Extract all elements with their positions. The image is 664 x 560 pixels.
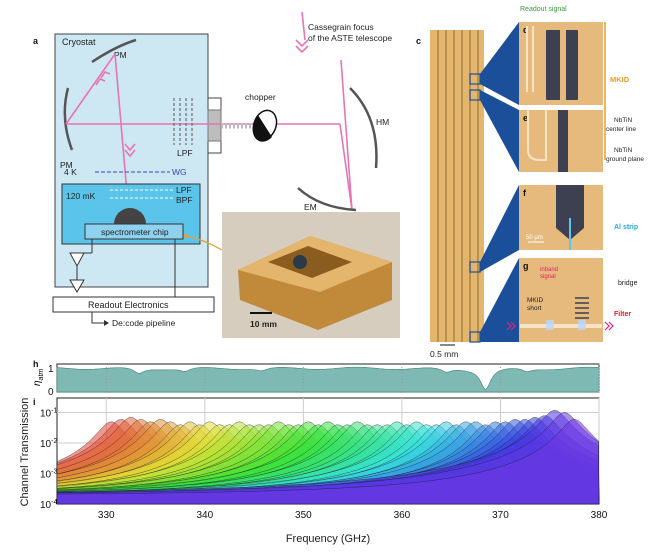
readout-signal-label: Readout signal bbox=[520, 6, 567, 13]
cryostat-label: Cryostat bbox=[62, 37, 96, 47]
chart-yticks: 10-1 10-2 10-3 10-4 bbox=[40, 408, 57, 511]
chip-label: spectrometer chip bbox=[101, 227, 169, 237]
f-scale-label: 50 μm bbox=[526, 235, 543, 241]
channel-curve bbox=[56, 419, 600, 505]
al-strip-label: Al strip bbox=[614, 224, 638, 231]
y-tick-label: 10-2 bbox=[40, 438, 57, 450]
panel-g: g inband signal bridge MKID short Filter bbox=[506, 258, 638, 342]
mkid-short-label-2: short bbox=[527, 305, 542, 312]
pm-top-label: PM bbox=[114, 50, 127, 60]
y-tick-label: 10-3 bbox=[40, 469, 57, 481]
spectrometer-chip bbox=[84, 223, 184, 240]
panel-b: b 10 mm bbox=[184, 212, 400, 338]
panel-e-letter: e bbox=[523, 113, 528, 123]
chart-xlabel: Frequency (GHz) bbox=[286, 533, 370, 545]
lpf-inner-label: LPF bbox=[176, 185, 192, 195]
chart-channels bbox=[56, 410, 600, 505]
x-tick-label: 350 bbox=[295, 510, 312, 521]
panel-i: i Channel Transmission 10-110-210-310-4 … bbox=[19, 364, 608, 545]
atm-ylabel: ηatm bbox=[32, 369, 45, 386]
center-line-label-2: center line bbox=[606, 126, 636, 133]
hm-label: HM bbox=[376, 117, 389, 127]
cryostat-window bbox=[207, 109, 222, 142]
panel-f: f 50 μm Al strip bbox=[519, 185, 638, 250]
cassegrain-label-2: of the ASTE telescope bbox=[308, 33, 392, 43]
photo-scale-label: 10 mm bbox=[250, 319, 277, 329]
lpf-outer: LPF bbox=[173, 98, 193, 158]
inband-label-1: inband bbox=[540, 267, 558, 273]
x-tick-label: 340 bbox=[196, 510, 213, 521]
readout-electronics-box bbox=[52, 296, 215, 313]
panel-i-letter: i bbox=[33, 397, 36, 407]
mkid-label: MKID bbox=[610, 75, 630, 84]
ray-arrow-2 bbox=[124, 143, 136, 158]
lpf-outer-label: LPF bbox=[177, 148, 193, 158]
panel-d-letter: d bbox=[523, 25, 529, 35]
chip-scale-label: 0.5 mm bbox=[430, 349, 458, 359]
atm-ytick-0: 0 bbox=[48, 387, 54, 398]
em-label: EM bbox=[304, 202, 317, 212]
chopper-label: chopper bbox=[245, 92, 276, 102]
x-tick-label: 370 bbox=[492, 510, 509, 521]
pipeline-label: De:code pipeline bbox=[112, 318, 176, 328]
chip-photo bbox=[430, 30, 484, 342]
pm-top-mirror bbox=[91, 38, 137, 64]
lens bbox=[114, 208, 146, 224]
pm-left-label: PM bbox=[60, 160, 73, 170]
panel-c: c 0.5 mm bbox=[416, 22, 519, 359]
y-tick-label: 10-4 bbox=[40, 499, 57, 511]
panel-g-letter: g bbox=[523, 261, 529, 271]
atm-ytick-1: 1 bbox=[48, 364, 54, 375]
chopper: chopper bbox=[245, 92, 278, 142]
panel-a-letter: a bbox=[33, 36, 39, 46]
readout-electronics-label: Readout Electronics bbox=[88, 300, 169, 310]
cassegrain-label-1: Cassegrain focus bbox=[308, 22, 374, 32]
panel-a: a Cryostat PM PM LPF 4 K WG bbox=[33, 11, 392, 328]
hm-mirror bbox=[349, 87, 378, 169]
panel-d: d Readout signal MKID bbox=[519, 6, 630, 160]
stage-4k-label: 4 K bbox=[64, 167, 77, 177]
ground-plane-label-1: NbTiN bbox=[614, 147, 632, 154]
wg-label: WG bbox=[172, 167, 187, 177]
panel-h: h ηatm 1 0 bbox=[32, 359, 600, 398]
amplifier-2-icon bbox=[69, 279, 85, 293]
ray-arrow-3 bbox=[295, 39, 309, 54]
cryostat-box bbox=[54, 33, 209, 288]
amplifier-1-icon bbox=[69, 252, 85, 268]
ray-arrow-1 bbox=[95, 71, 111, 86]
atm-transmission-area bbox=[56, 366, 600, 393]
ground-plane-label-2: ground plane bbox=[606, 156, 644, 163]
pm-left-mirror bbox=[63, 87, 74, 151]
chart-xticks: 330 340 350 360 370 380 bbox=[98, 510, 608, 521]
x-tick-label: 380 bbox=[591, 510, 608, 521]
mkid-short-label-1: MKID bbox=[527, 297, 544, 304]
x-tick-label: 330 bbox=[98, 510, 115, 521]
panel-e: e NbTiN center line NbTiN ground plane bbox=[519, 110, 644, 172]
em-mirror bbox=[297, 187, 357, 212]
bpf-label: BPF bbox=[176, 195, 193, 205]
inband-label-2: signal bbox=[540, 274, 556, 280]
stage-120mk-label: 120 mK bbox=[66, 191, 96, 201]
y-tick-label: 10-1 bbox=[40, 408, 57, 420]
panel-c-letter: c bbox=[416, 36, 421, 46]
x-tick-label: 360 bbox=[394, 510, 411, 521]
bridge-label: bridge bbox=[618, 280, 638, 287]
panel-f-letter: f bbox=[523, 188, 527, 198]
photo-scale-bar bbox=[250, 312, 272, 314]
pipeline-arrow bbox=[91, 312, 106, 324]
center-line-label-1: NbTiN bbox=[614, 117, 632, 124]
panel-h-letter: h bbox=[33, 359, 39, 369]
filter-label: Filter bbox=[614, 311, 631, 318]
amplifiers bbox=[69, 239, 176, 300]
chart-ylabel: Channel Transmission bbox=[19, 398, 31, 507]
